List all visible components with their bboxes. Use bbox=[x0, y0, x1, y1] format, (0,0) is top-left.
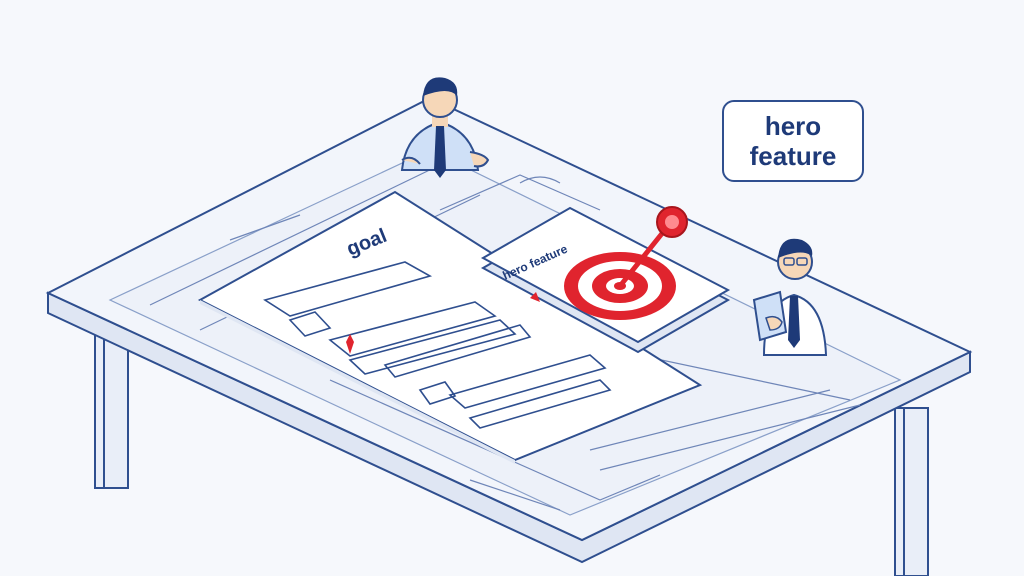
pin-icon bbox=[617, 206, 688, 289]
person-right bbox=[752, 238, 828, 356]
callout-line-1: hero bbox=[764, 111, 822, 141]
map-pin-icon bbox=[346, 334, 354, 354]
table-legs bbox=[94, 317, 929, 576]
goal-document: goal bbox=[197, 190, 703, 464]
person-left bbox=[400, 77, 490, 178]
hero-feature-callout: hero feature bbox=[722, 100, 864, 182]
callout-line-2: feature bbox=[749, 141, 837, 171]
tablet-icon bbox=[752, 290, 788, 342]
